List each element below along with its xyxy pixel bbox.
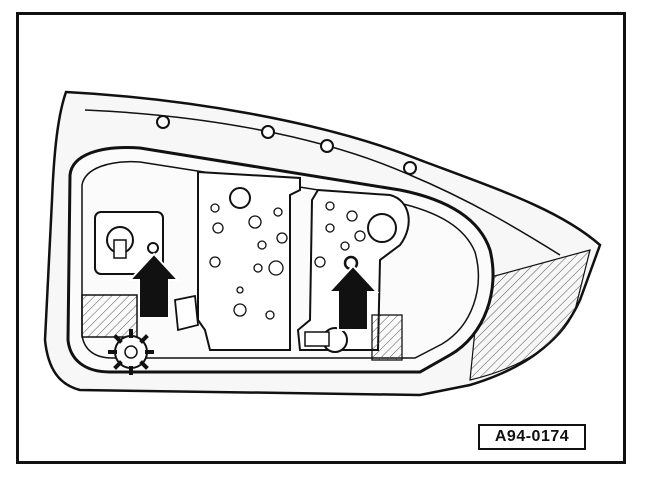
figure-id-label: A94-0174 [478,424,586,450]
center-panel-holes [209,203,288,320]
bulb-carrier-inner [81,160,479,359]
housing-right-edge-hatch [469,249,591,381]
rim-bolt-icon [261,125,275,139]
center-bulb-socket [229,187,251,209]
rim-bolt-icon [156,115,170,129]
right-lower-bracket [371,314,403,361]
center-bulb-panel [197,170,301,351]
lower-left-bracket [81,294,138,338]
arrow-up-icon [127,252,181,319]
housing-rim [84,109,561,256]
arrow-up-icon [326,264,380,331]
left-fastener [147,242,159,254]
right-panel-holes [314,201,366,268]
right-bulb-socket [367,213,397,243]
rim-bolt-icon [320,139,334,153]
knurled-knob-icon [108,329,154,375]
rim-bolt-icon [403,161,417,175]
connector-clip [174,294,199,332]
rim-bolts [156,115,417,175]
